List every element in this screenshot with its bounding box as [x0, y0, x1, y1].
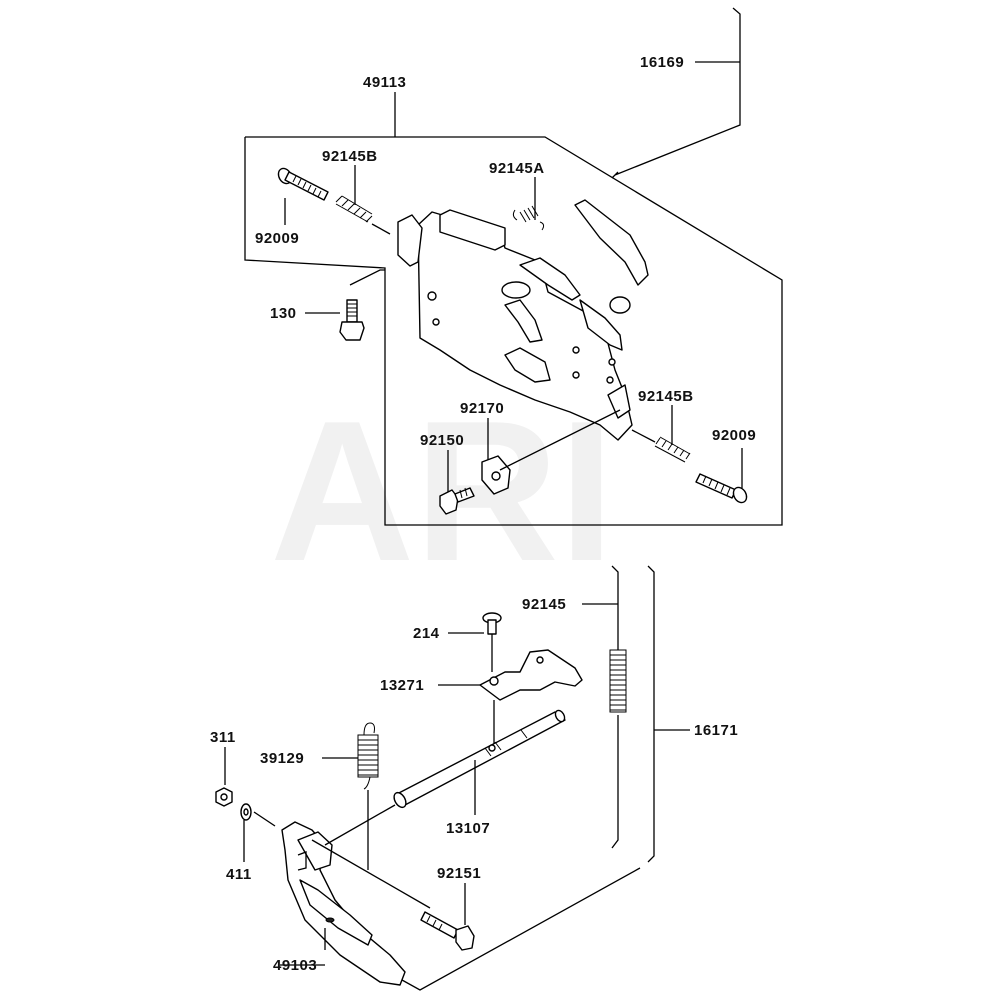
plate-13271 — [438, 649, 583, 745]
label-49103: 49103 — [273, 957, 317, 974]
label-16169: 16169 — [640, 54, 684, 71]
label-311: 311 — [210, 729, 236, 746]
label-92009-right: 92009 — [712, 427, 756, 444]
label-13271: 13271 — [380, 677, 424, 694]
label-92170: 92170 — [460, 400, 504, 417]
screw-214 — [448, 612, 502, 672]
clamp-92170 — [481, 409, 621, 495]
label-92145B-top: 92145B — [322, 148, 378, 165]
spring-92145B-right — [631, 405, 691, 463]
label-49113: 49113 — [363, 74, 406, 91]
bolt-130 — [305, 269, 385, 341]
bolt-92009-right — [695, 448, 748, 504]
lever-49103 — [280, 804, 431, 986]
label-92145: 92145 — [522, 596, 566, 613]
nut-311 — [215, 747, 233, 807]
label-92145B-right: 92145B — [638, 388, 694, 405]
label-39129: 39129 — [260, 750, 304, 767]
label-411: 411 — [226, 866, 252, 883]
callout-labels: 16169 49113 92145B 92145A 92009 130 9217… — [210, 54, 756, 974]
rod-16171 — [401, 565, 690, 991]
spring-92145 — [582, 565, 627, 849]
spring-92145A — [512, 177, 545, 231]
bolt-92151 — [420, 883, 475, 951]
label-214: 214 — [413, 625, 440, 642]
label-16171: 16171 — [694, 722, 738, 739]
label-130: 130 — [270, 305, 297, 322]
label-92151: 92151 — [437, 865, 481, 882]
label-92150: 92150 — [420, 432, 464, 449]
bolt-92009-top — [277, 167, 329, 225]
shaft-13107 — [393, 709, 566, 815]
rod-16169 — [611, 7, 741, 179]
spring-92145B-top — [335, 165, 391, 235]
spring-39129 — [322, 722, 379, 870]
label-13107: 13107 — [446, 820, 490, 837]
washer-411 — [240, 803, 276, 862]
watermark: ARI — [270, 380, 614, 603]
label-92009-top: 92009 — [255, 230, 299, 247]
assembly-box-49113 — [244, 92, 783, 526]
label-92145A: 92145A — [489, 160, 545, 177]
bolt-92150 — [439, 450, 475, 515]
control-plate — [397, 199, 649, 441]
